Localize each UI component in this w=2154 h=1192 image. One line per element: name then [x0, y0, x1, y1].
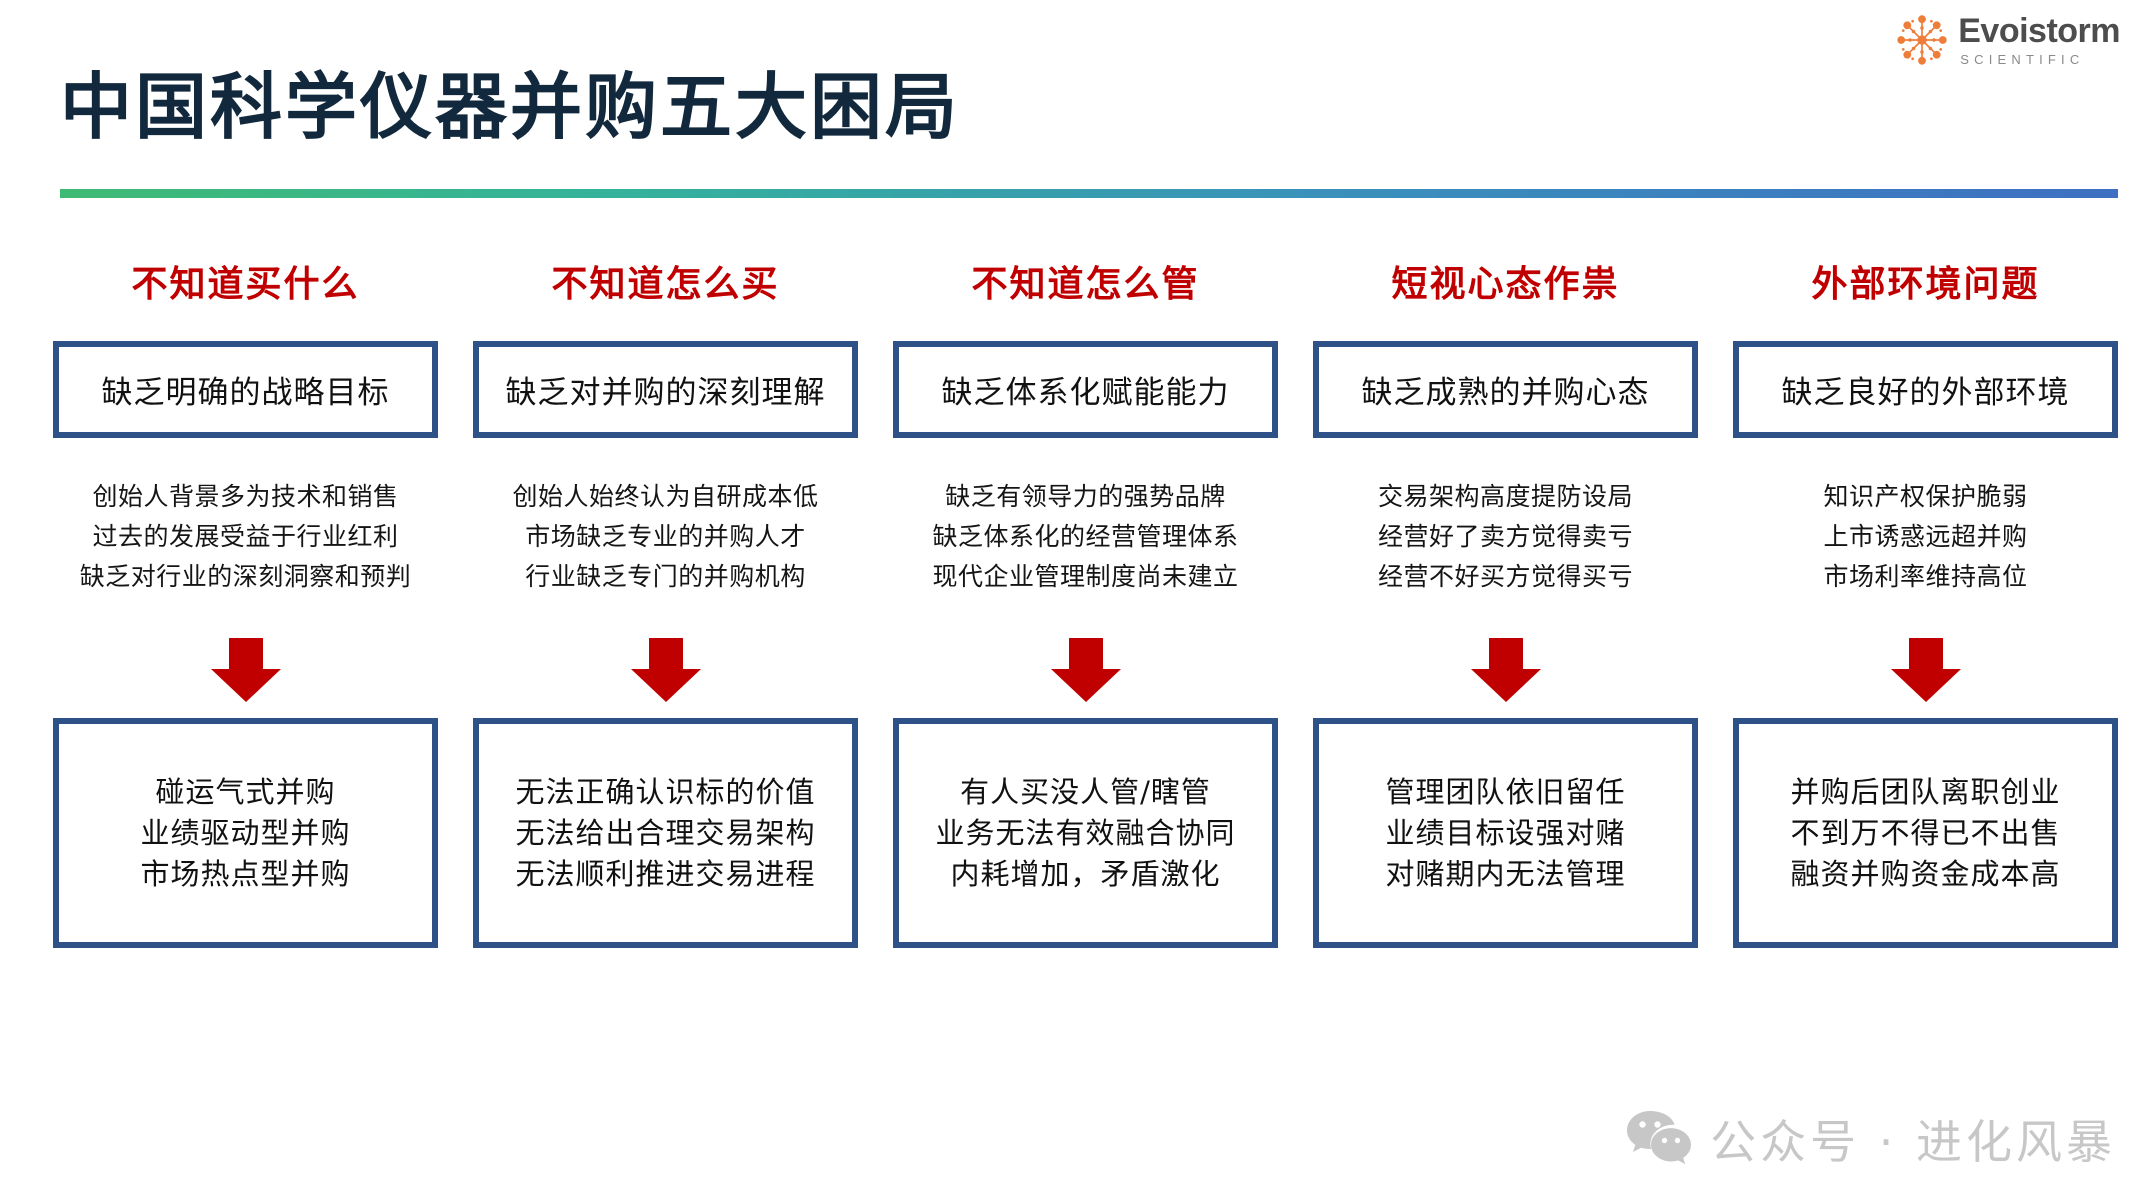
detail-line: 经营不好买方觉得买亏: [1377, 562, 1633, 591]
column-3: 不知道怎么管 缺乏体系化赋能能力 缺乏有领导力的强势品牌 缺乏体系化的经营管理体…: [893, 255, 1278, 948]
detail-line: 过去的发展受益于行业红利: [92, 522, 399, 551]
detail-line: 行业缺乏专门的并购机构: [525, 562, 806, 591]
bottom-line: 管理团队依旧留任: [1385, 774, 1626, 809]
wechat-icon: [1626, 1109, 1692, 1169]
detail-list-4: 交易架构高度提防设局 经营好了卖方觉得卖亏 经营不好买方觉得买亏: [1378, 484, 1633, 606]
bottom-line: 市场热点型并购: [140, 856, 351, 891]
bottom-line: 业绩驱动型并购: [140, 815, 351, 850]
detail-line: 缺乏体系化的经营管理体系: [932, 522, 1239, 551]
bottom-line: 无法给出合理交易架构: [515, 815, 816, 850]
radial-burst-icon: [1896, 14, 1948, 66]
bottom-line: 业绩目标设强对赌: [1385, 815, 1626, 850]
detail-line: 缺乏有领导力的强势品牌: [945, 482, 1226, 511]
detail-line: 市场缺乏专业的并购人才: [525, 522, 806, 551]
top-box-label-3: 缺乏体系化赋能能力: [941, 375, 1230, 411]
top-box-label-1: 缺乏明确的战略目标: [101, 375, 390, 411]
top-box-3: 缺乏体系化赋能能力: [893, 341, 1278, 438]
bottom-box-1: 碰运气式并购 业绩驱动型并购 市场热点型并购: [53, 718, 438, 948]
bottom-box-2: 无法正确认识标的价值 无法给出合理交易架构 无法顺利推进交易进程: [473, 718, 858, 948]
detail-line: 缺乏对行业的深刻洞察和预判: [79, 562, 412, 591]
column-header-4: 短视心态作祟: [1391, 263, 1620, 305]
bottom-line: 融资并购资金成本高: [1790, 856, 2061, 891]
detail-line: 知识产权保护脆弱: [1823, 482, 2028, 511]
top-box-label-4: 缺乏成熟的并购心态: [1361, 375, 1650, 411]
column-2: 不知道怎么买 缺乏对并购的深刻理解 创始人始终认为自研成本低 市场缺乏专业的并购…: [473, 255, 858, 948]
top-box-4: 缺乏成熟的并购心态: [1313, 341, 1698, 438]
page-title: 中国科学仪器并购五大困局: [60, 64, 961, 149]
bottom-line: 业务无法有效融合协同: [935, 815, 1236, 850]
column-header-1: 不知道买什么: [131, 263, 360, 305]
watermark-text: 公众号 · 进化风暴: [1710, 1115, 2116, 1169]
detail-line: 创始人始终认为自研成本低: [512, 482, 819, 511]
bottom-line: 有人买没人管/瞎管: [960, 774, 1211, 809]
brand-logo: Evoistorm SCIENTIFIC: [1896, 14, 2120, 66]
bottom-box-5: 并购后团队离职创业 不到万不得已不出售 融资并购资金成本高: [1733, 718, 2118, 948]
column-5: 外部环境问题 缺乏良好的外部环境 知识产权保护脆弱 上市诱惑远超并购 市场利率维…: [1733, 255, 2118, 948]
detail-line: 市场利率维持高位: [1823, 562, 2028, 591]
bottom-line: 内耗增加，矛盾激化: [950, 856, 1221, 891]
title-divider: [60, 189, 2118, 198]
bottom-box-4: 管理团队依旧留任 业绩目标设强对赌 对赌期内无法管理: [1313, 718, 1698, 948]
top-box-5: 缺乏良好的外部环境: [1733, 341, 2118, 438]
detail-line: 创始人背景多为技术和销售: [92, 482, 399, 511]
brand-subtitle: SCIENTIFIC: [1960, 52, 2085, 67]
detail-list-1: 创始人背景多为技术和销售 过去的发展受益于行业红利 缺乏对行业的深刻洞察和预判: [80, 484, 412, 606]
detail-line: 现代企业管理制度尚未建立: [932, 562, 1239, 591]
detail-list-3: 缺乏有领导力的强势品牌 缺乏体系化的经营管理体系 现代企业管理制度尚未建立: [932, 484, 1238, 606]
top-box-label-2: 缺乏对并购的深刻理解: [505, 375, 826, 411]
bottom-line: 对赌期内无法管理: [1385, 856, 1626, 891]
detail-line: 交易架构高度提防设局: [1377, 482, 1633, 511]
column-header-3: 不知道怎么管: [971, 263, 1200, 305]
bottom-line: 无法正确认识标的价值: [515, 774, 816, 809]
detail-line: 经营好了卖方觉得卖亏: [1377, 522, 1633, 551]
column-header-2: 不知道怎么买: [551, 263, 780, 305]
column-header-5: 外部环境问题: [1811, 263, 2040, 305]
top-box-2: 缺乏对并购的深刻理解: [473, 341, 858, 438]
bottom-line: 无法顺利推进交易进程: [515, 856, 816, 891]
bottom-line: 并购后团队离职创业: [1790, 774, 2061, 809]
bottom-line: 不到万不得已不出售: [1790, 815, 2061, 850]
detail-list-5: 知识产权保护脆弱 上市诱惑远超并购 市场利率维持高位: [1823, 484, 2027, 606]
bottom-line: 碰运气式并购: [155, 774, 336, 809]
detail-line: 上市诱惑远超并购: [1823, 522, 2028, 551]
top-box-label-5: 缺乏良好的外部环境: [1781, 375, 2070, 411]
top-box-1: 缺乏明确的战略目标: [53, 341, 438, 438]
column-4: 短视心态作祟 缺乏成熟的并购心态 交易架构高度提防设局 经营好了卖方觉得卖亏 经…: [1313, 255, 1698, 948]
brand-name: Evoistorm: [1958, 12, 2120, 50]
detail-list-2: 创始人始终认为自研成本低 市场缺乏专业的并购人才 行业缺乏专门的并购机构: [512, 484, 818, 606]
watermark: 公众号 · 进化风暴: [1626, 1106, 2116, 1172]
column-1: 不知道买什么 缺乏明确的战略目标 创始人背景多为技术和销售 过去的发展受益于行业…: [53, 255, 438, 948]
five-column-diagram: 不知道买什么 缺乏明确的战略目标 创始人背景多为技术和销售 过去的发展受益于行业…: [53, 255, 2118, 948]
bottom-box-3: 有人买没人管/瞎管 业务无法有效融合协同 内耗增加，矛盾激化: [893, 718, 1278, 948]
